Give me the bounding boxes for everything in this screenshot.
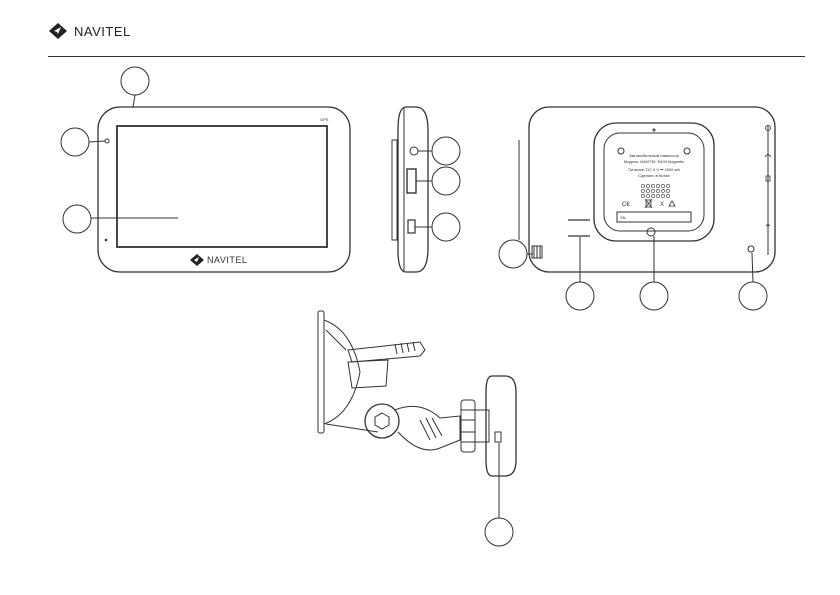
suction-cup [323,319,361,425]
suction-cup-base [317,310,325,434]
back-magnet-pad-inner [603,132,705,232]
mount-usb-port [494,431,502,443]
mount-cradle-neck [474,409,490,443]
callout-circle-icon [431,212,461,242]
mount-view [317,310,517,547]
speaker-grille [641,184,670,198]
back-view: Автомобильный навигатор Модель: NAVITEL … [498,106,776,311]
callout-circle-icon [431,136,461,166]
back-screw [683,147,691,155]
ce-mark-icon: C€ [622,202,630,208]
mount-lever [347,341,426,363]
front-body [97,106,351,273]
back-speaker-jack [747,245,755,253]
side-body [397,106,429,273]
side-power-button [409,146,419,156]
back-sn-label: SN [620,215,626,220]
back-body [528,106,776,273]
brand: NAVITEL [48,22,131,40]
side-usb-port [407,219,416,234]
back-reset-hole [646,227,656,237]
side-view [391,106,461,273]
callout-circle-icon [60,127,90,157]
back-label-line-1: Автомобильный навигатор [629,153,679,158]
weee-bin-icon [644,198,653,209]
header-rule [48,56,805,57]
callout-leader [751,252,754,283]
callout-circle-icon [565,281,595,311]
brand-name: NAVITEL [74,23,131,39]
front-logo-text: NAVITEL [207,255,247,265]
back-label-line-2: Модель: NAVITEL E400 Magnetic [624,159,685,164]
callout-circle-icon [639,281,669,311]
front-screen [116,125,328,248]
callout-leader [132,94,136,108]
front-mic [104,238,108,242]
back-mark [652,128,656,132]
mount-cradle [485,375,517,477]
back-label-line-4: Питание: DC 5 V ⎓ 1500 мА [628,167,680,172]
callout-circle-icon [431,166,461,196]
side-card-slot [406,168,417,194]
navitel-logo-icon [49,23,67,39]
headphone-icon [764,154,772,158]
callout-circle-icon [120,66,150,96]
front-view: GPS NAVITEL [60,66,351,273]
callout-circle-icon [498,239,528,269]
front-light-sensor [104,138,110,144]
front-logo: NAVITEL [190,254,247,266]
x-mark-icon: X [660,202,664,208]
front-screen-label: GPS [320,117,329,122]
back-screw [617,147,625,155]
back-sn-strip [616,211,692,223]
callout-circle-icon [62,204,92,234]
power-icon [765,125,771,131]
usb-icon [765,175,771,232]
page-header: NAVITEL [0,0,840,60]
recycle-icon [668,200,676,207]
mount-joint-knob [364,403,400,439]
callout-circle-icon [484,517,514,547]
mount-lever-housing [347,359,389,389]
mount-ring [460,399,476,453]
back-label-line-5: Сделано в Китае [638,173,670,178]
mount-arm [394,405,461,451]
mount-joint-nut [374,412,390,430]
callout-circle-icon [738,281,768,311]
callout-leader [88,140,106,143]
back-magnet-pad [593,122,715,242]
side-screen-edge [391,139,398,241]
